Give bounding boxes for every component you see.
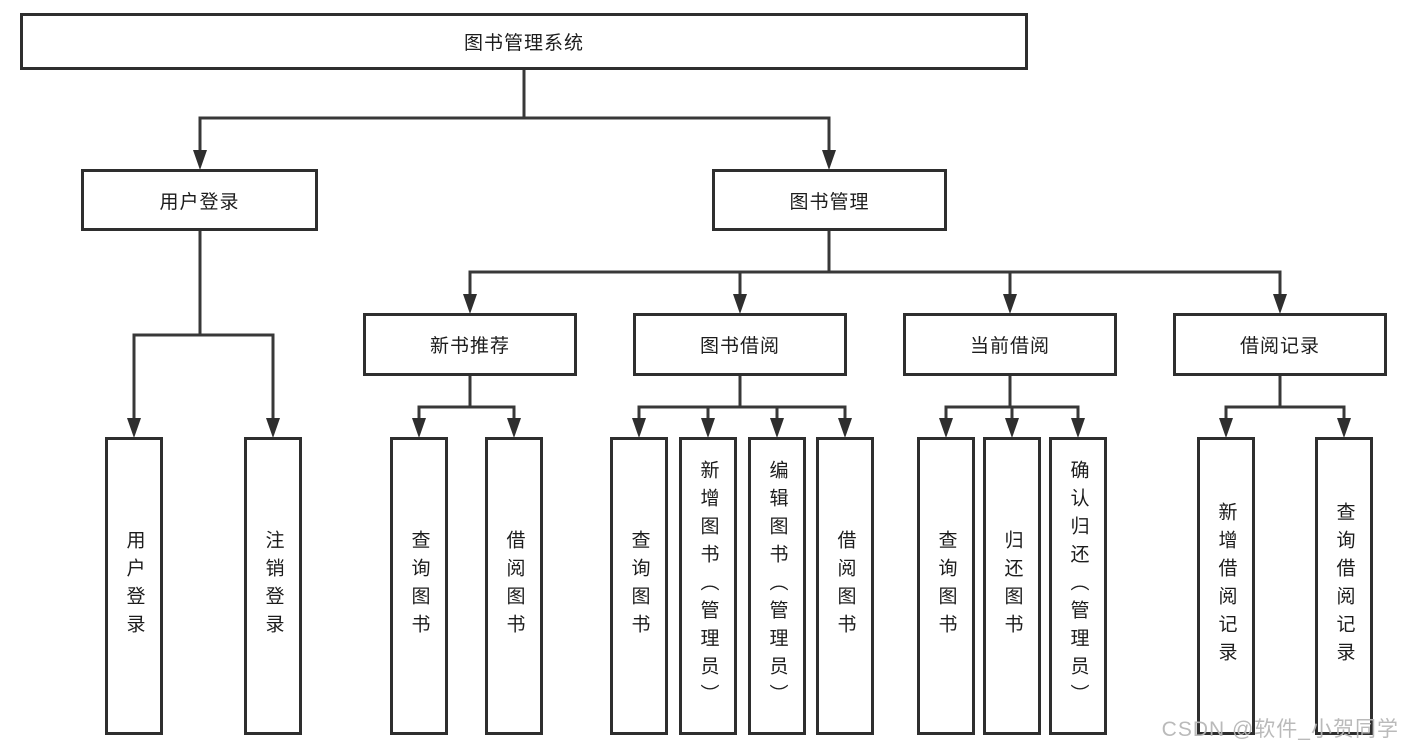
leaf-edit-books-admin: 编辑图书（管理员） xyxy=(748,437,806,735)
node-root-label: 图书管理系统 xyxy=(463,33,584,54)
leaf-logout-label: 注销登录 xyxy=(262,530,284,642)
leaf-query-borrow-record: 查询借阅记录 xyxy=(1315,437,1373,735)
node-book-management: 图书管理 xyxy=(712,169,947,231)
leaf-borrow-books: 借阅图书 xyxy=(816,437,874,735)
leaf-current-query-books: 查询图书 xyxy=(917,437,975,735)
node-book-borrow: 图书借阅 xyxy=(633,313,847,376)
leaf-borrow-query-books-label: 查询图书 xyxy=(628,530,650,642)
leaf-rec-query-books-label: 查询图书 xyxy=(408,530,430,642)
node-borrow-records-label: 借阅记录 xyxy=(1239,336,1320,357)
leaf-rec-borrow-books-label: 借阅图书 xyxy=(503,530,525,642)
node-new-book-recommend-label: 新书推荐 xyxy=(429,336,510,357)
node-borrow-records: 借阅记录 xyxy=(1173,313,1387,376)
leaf-add-books-admin: 新增图书（管理员） xyxy=(679,437,737,735)
leaf-return-books: 归还图书 xyxy=(983,437,1041,735)
leaf-rec-borrow-books: 借阅图书 xyxy=(485,437,543,735)
leaf-return-books-label: 归还图书 xyxy=(1001,530,1023,642)
leaf-borrow-query-books: 查询图书 xyxy=(610,437,668,735)
leaf-user-login-label: 用户登录 xyxy=(123,530,145,642)
node-book-borrow-label: 图书借阅 xyxy=(699,336,780,357)
node-root: 图书管理系统 xyxy=(20,13,1028,70)
node-current-borrow: 当前借阅 xyxy=(903,313,1117,376)
leaf-logout: 注销登录 xyxy=(244,437,302,735)
leaf-confirm-return-admin-label: 确认归还（管理员） xyxy=(1067,460,1089,712)
node-user-login-label: 用户登录 xyxy=(159,191,240,213)
leaf-rec-query-books: 查询图书 xyxy=(390,437,448,735)
node-current-borrow-label: 当前借阅 xyxy=(969,336,1050,357)
arrowheads xyxy=(127,150,1351,438)
leaf-edit-books-admin-label: 编辑图书（管理员） xyxy=(766,460,788,712)
leaf-query-borrow-record-label: 查询借阅记录 xyxy=(1333,502,1355,670)
csdn-watermark: CSDN @软件_小贺同学 xyxy=(1161,718,1399,741)
leaf-confirm-return-admin: 确认归还（管理员） xyxy=(1049,437,1107,735)
leaf-add-borrow-record-label: 新增借阅记录 xyxy=(1215,502,1237,670)
leaf-user-login: 用户登录 xyxy=(105,437,163,735)
leaf-borrow-books-label: 借阅图书 xyxy=(834,530,856,642)
leaf-add-borrow-record: 新增借阅记录 xyxy=(1197,437,1255,735)
leaf-current-query-books-label: 查询图书 xyxy=(935,530,957,642)
leaf-add-books-admin-label: 新增图书（管理员） xyxy=(697,460,719,712)
node-user-login: 用户登录 xyxy=(81,169,318,231)
node-new-book-recommend: 新书推荐 xyxy=(363,313,577,376)
node-book-management-label: 图书管理 xyxy=(789,191,870,213)
